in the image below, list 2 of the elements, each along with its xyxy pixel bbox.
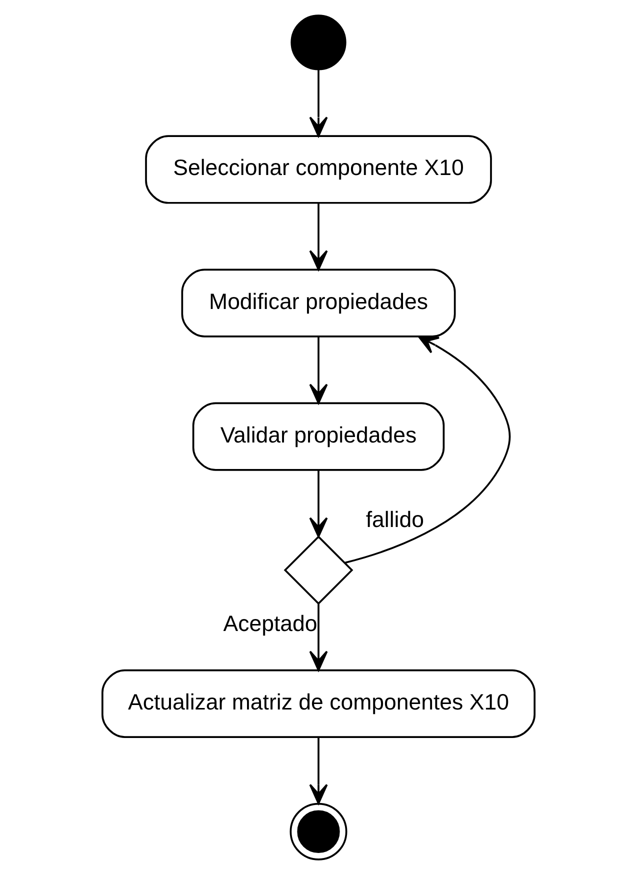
edge-label: Aceptado xyxy=(223,610,318,636)
edge-label: fallido xyxy=(366,506,424,532)
